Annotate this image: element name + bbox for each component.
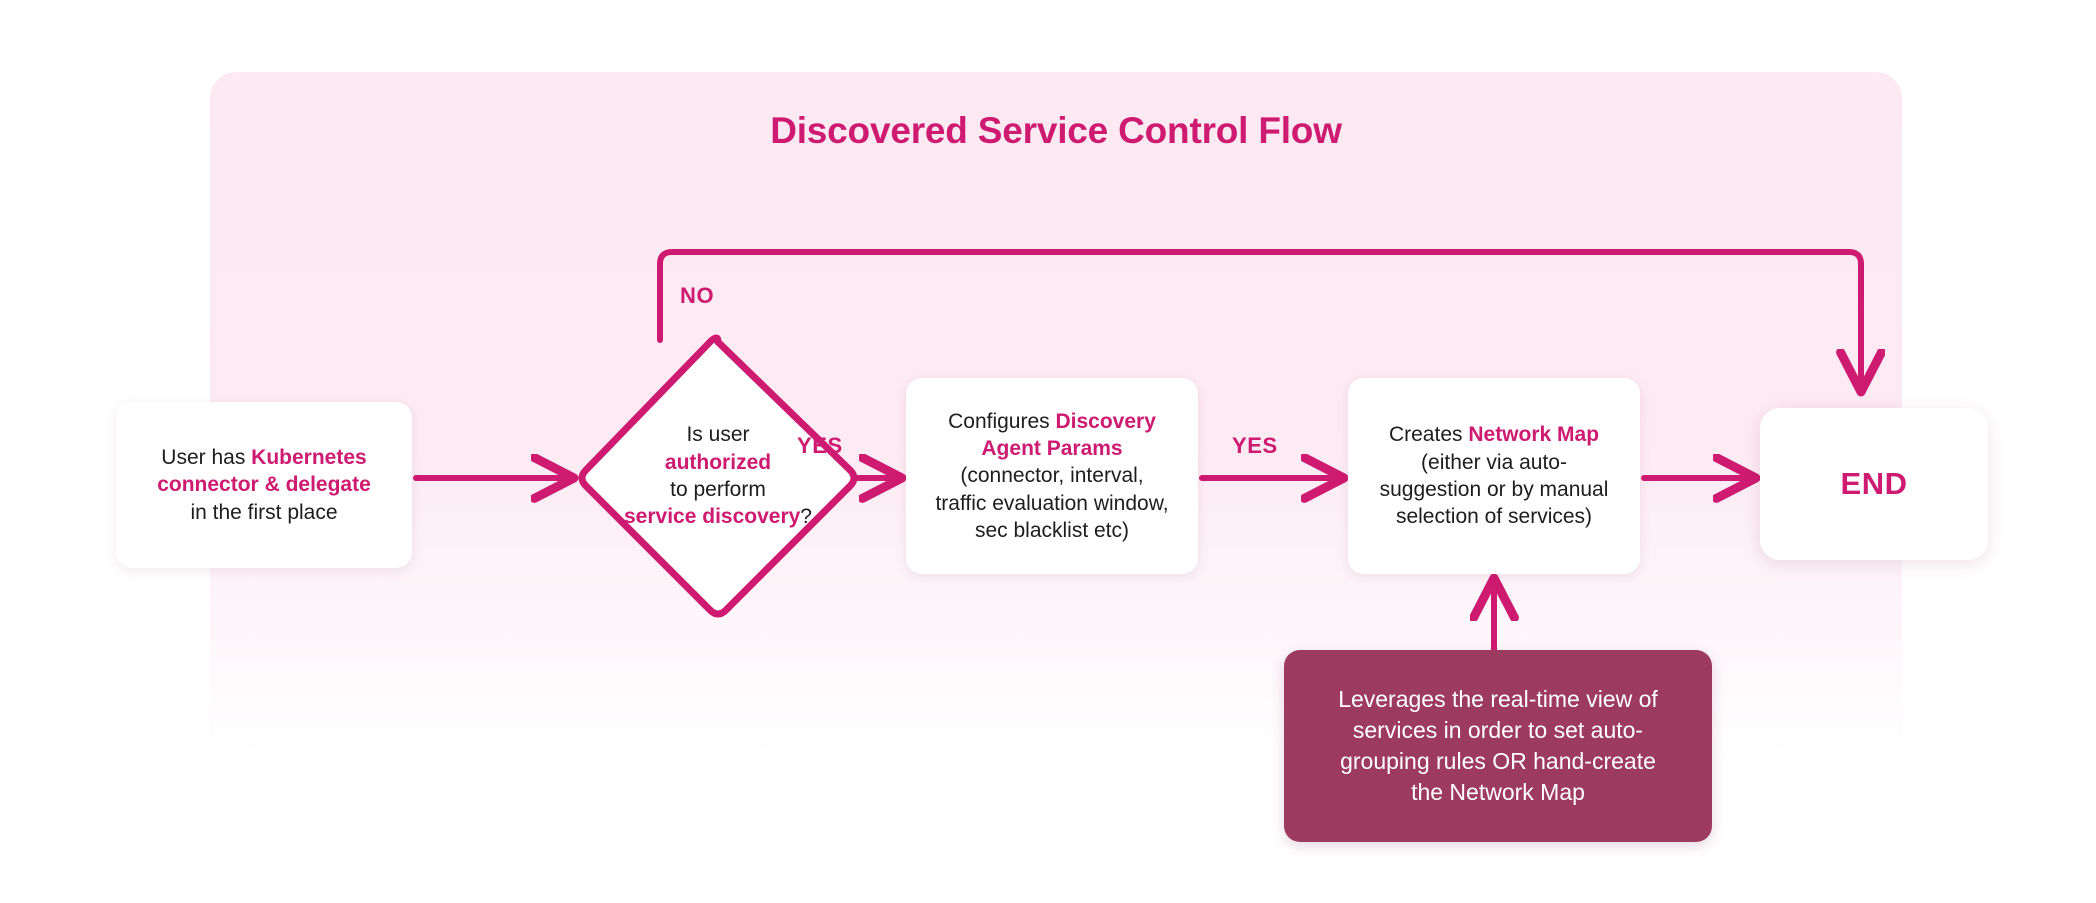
node-decision-text: Is user authorized to perform service disco… (578, 336, 858, 616)
node-decision-line1-plain: Is user (686, 423, 750, 447)
node-decision-line3-plain: to perform (670, 478, 766, 501)
node-decision-is-user-authorized[interactable]: Is user authorized to perform service disco… (578, 336, 858, 616)
node-netmap-line3-plain: suggestion or by manual (1379, 478, 1609, 501)
node-start-user-has-connector[interactable]: User has Kubernetes connector & delegate i… (116, 402, 412, 568)
node-start-line1-highlight: Kubernetes (251, 446, 367, 470)
node-note-line2: services in order to set auto- (1352, 717, 1644, 744)
node-netmap-line1-plain: Creates (1388, 423, 1469, 447)
node-start-line3-plain: in the first place (190, 500, 338, 524)
node-config-line1-plain: Configures (948, 409, 1056, 433)
node-note-line3: grouping rules OR hand-create (1340, 748, 1656, 774)
node-start-line2-highlight: connector & delegate (157, 473, 371, 497)
node-note-line4: the Network Map (1411, 778, 1585, 805)
node-netmap-line4-plain: selection of services) (1395, 505, 1593, 529)
node-creates-network-map[interactable]: Creates Network Map (either via auto-sugg… (1348, 378, 1640, 574)
node-note-text: Leverages the real-time view of services … (1338, 684, 1658, 807)
node-decision-line2-highlight: authorized (664, 450, 772, 474)
diagram-title: Discovered Service Control Flow (770, 110, 1342, 151)
node-config-line2-highlight: Agent Params (981, 437, 1123, 461)
node-netmap-line2-plain: (either via auto- (1421, 450, 1567, 474)
node-end[interactable]: END (1760, 408, 1988, 560)
node-config-line4-plain: traffic evaluation window, (935, 491, 1169, 515)
node-config-line3-plain: (connector, interval, (960, 464, 1144, 488)
node-netmap-text: Creates Network Map (either via auto-sugg… (1364, 421, 1624, 530)
node-start-text: User has Kubernetes connector & delegate i… (132, 444, 396, 526)
edge-label-no: NO (680, 283, 715, 308)
node-end-label: END (1840, 465, 1908, 501)
node-config-line1-highlight: Discovery (1055, 409, 1156, 433)
node-note-leverages-realtime-view[interactable]: Leverages the real-time view of services … (1284, 650, 1712, 842)
node-decision-line4-tail: ? (800, 505, 812, 529)
node-config-line5-plain: sec blacklist etc) (974, 518, 1130, 542)
node-decision-line4-highlight: service discovery (624, 505, 801, 529)
node-netmap-line1-highlight: Network Map (1468, 423, 1600, 447)
node-note-line1: Leverages the real-time view of (1338, 686, 1658, 713)
edge-label-yes-2: YES (1232, 433, 1278, 458)
edge-label-yes-1: YES (797, 433, 843, 458)
node-start-line1-plain: User has (161, 446, 252, 470)
